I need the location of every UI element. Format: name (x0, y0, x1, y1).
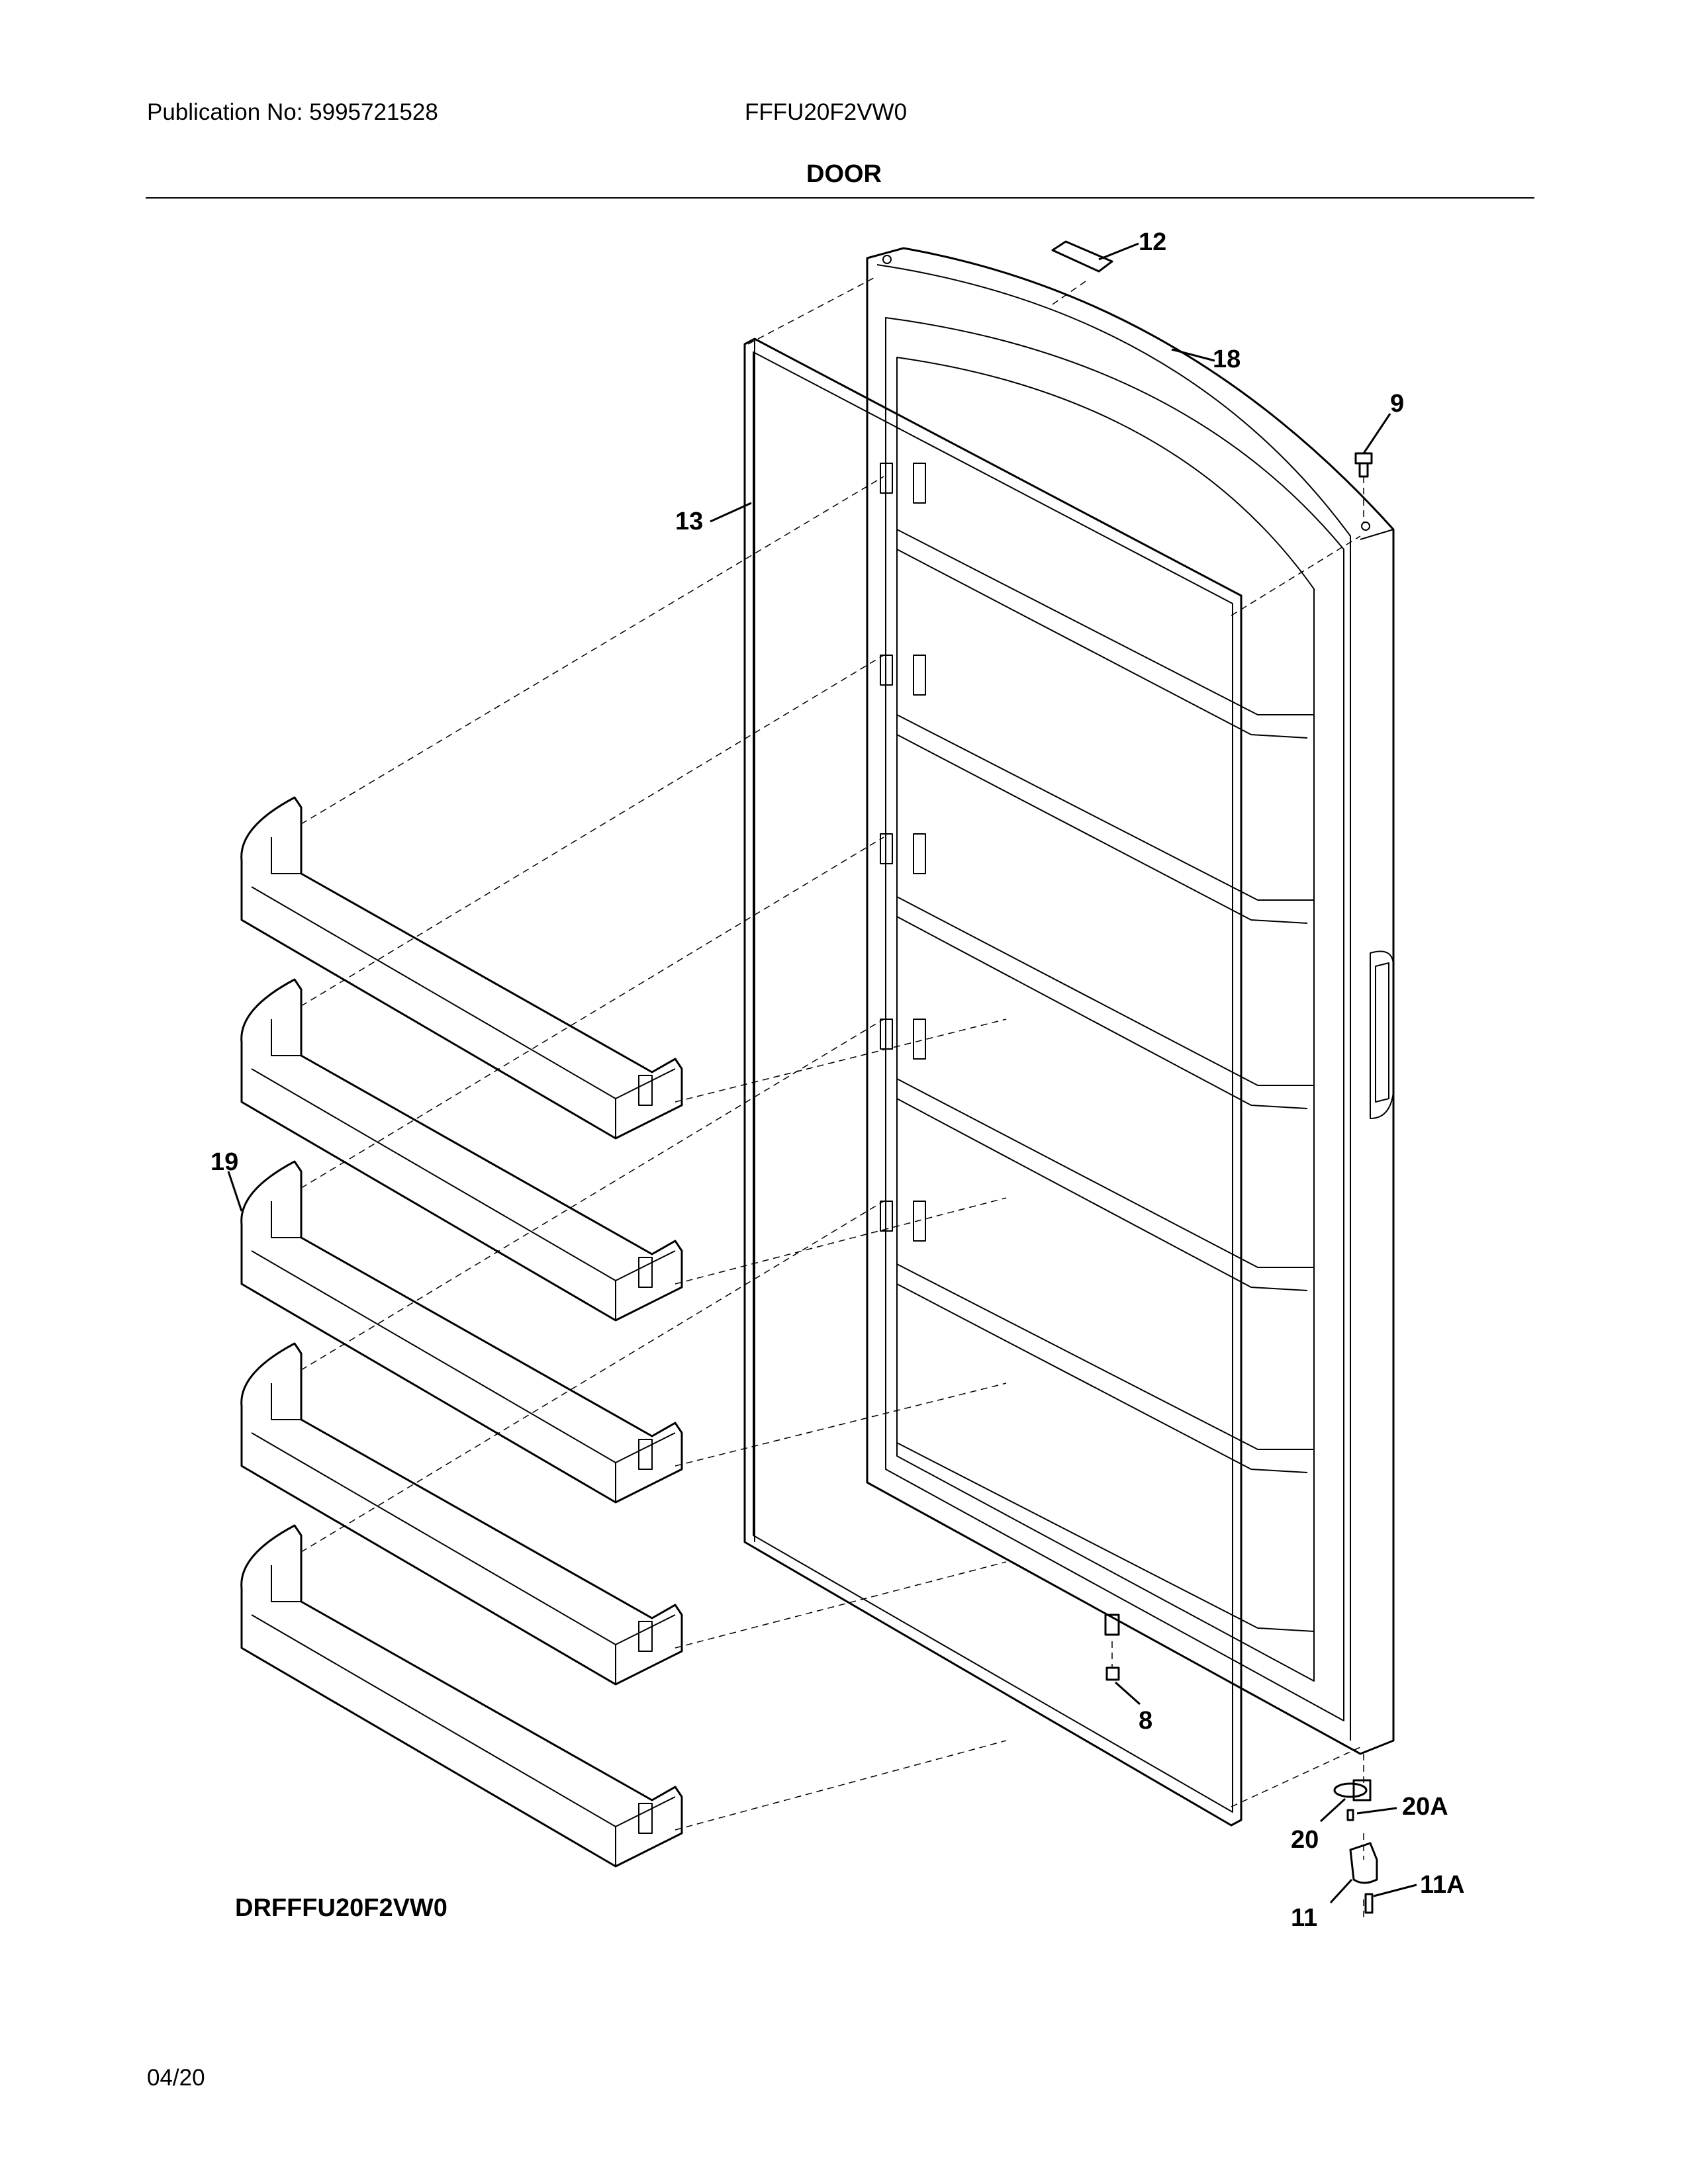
door-liner-shelves (880, 463, 1315, 1632)
door-bin (240, 1160, 683, 1504)
bottom-hinge-screw (1364, 1893, 1374, 1914)
revision-date: 04/20 (147, 2065, 205, 2091)
door-stop (1105, 1666, 1120, 1681)
callout-20: 20 (1291, 1826, 1319, 1854)
alignment-lines (301, 277, 1364, 1919)
callout-13: 13 (675, 508, 703, 535)
callout-18: 18 (1213, 345, 1241, 373)
callout-20A: 20A (1402, 1793, 1448, 1821)
callout-8: 8 (1139, 1707, 1152, 1735)
small-parts (1051, 240, 1378, 1914)
callout-labels: 12 18 9 13 19 8 20A 20 11 11A (211, 228, 1465, 1932)
hinge-cap (1354, 452, 1373, 478)
door-bin (240, 1524, 683, 1868)
drawing-code: DRFFFU20F2VW0 (235, 1894, 447, 1922)
label-plate (1051, 240, 1113, 273)
door-bin (240, 978, 683, 1322)
door-bin (240, 1342, 683, 1686)
callout-11A: 11A (1420, 1871, 1465, 1899)
section-title: DOOR (806, 160, 882, 188)
door-shell (866, 247, 1395, 1755)
callout-19: 19 (211, 1148, 238, 1176)
leader-lines (227, 242, 1417, 1904)
header-rule (146, 197, 1534, 199)
callout-12: 12 (1139, 228, 1166, 256)
callout-11: 11 (1291, 1904, 1317, 1932)
door-bin (240, 796, 683, 1140)
door-gasket (743, 338, 1243, 1827)
bottom-hinge (1349, 1842, 1378, 1884)
publication-number: Publication No: 5995721528 (147, 99, 438, 125)
hinge-screw (1346, 1809, 1354, 1821)
model-number: FFFU20F2VW0 (745, 99, 908, 125)
door-bins (240, 796, 683, 1868)
callout-9: 9 (1390, 390, 1404, 418)
hinge (1333, 1779, 1372, 1801)
